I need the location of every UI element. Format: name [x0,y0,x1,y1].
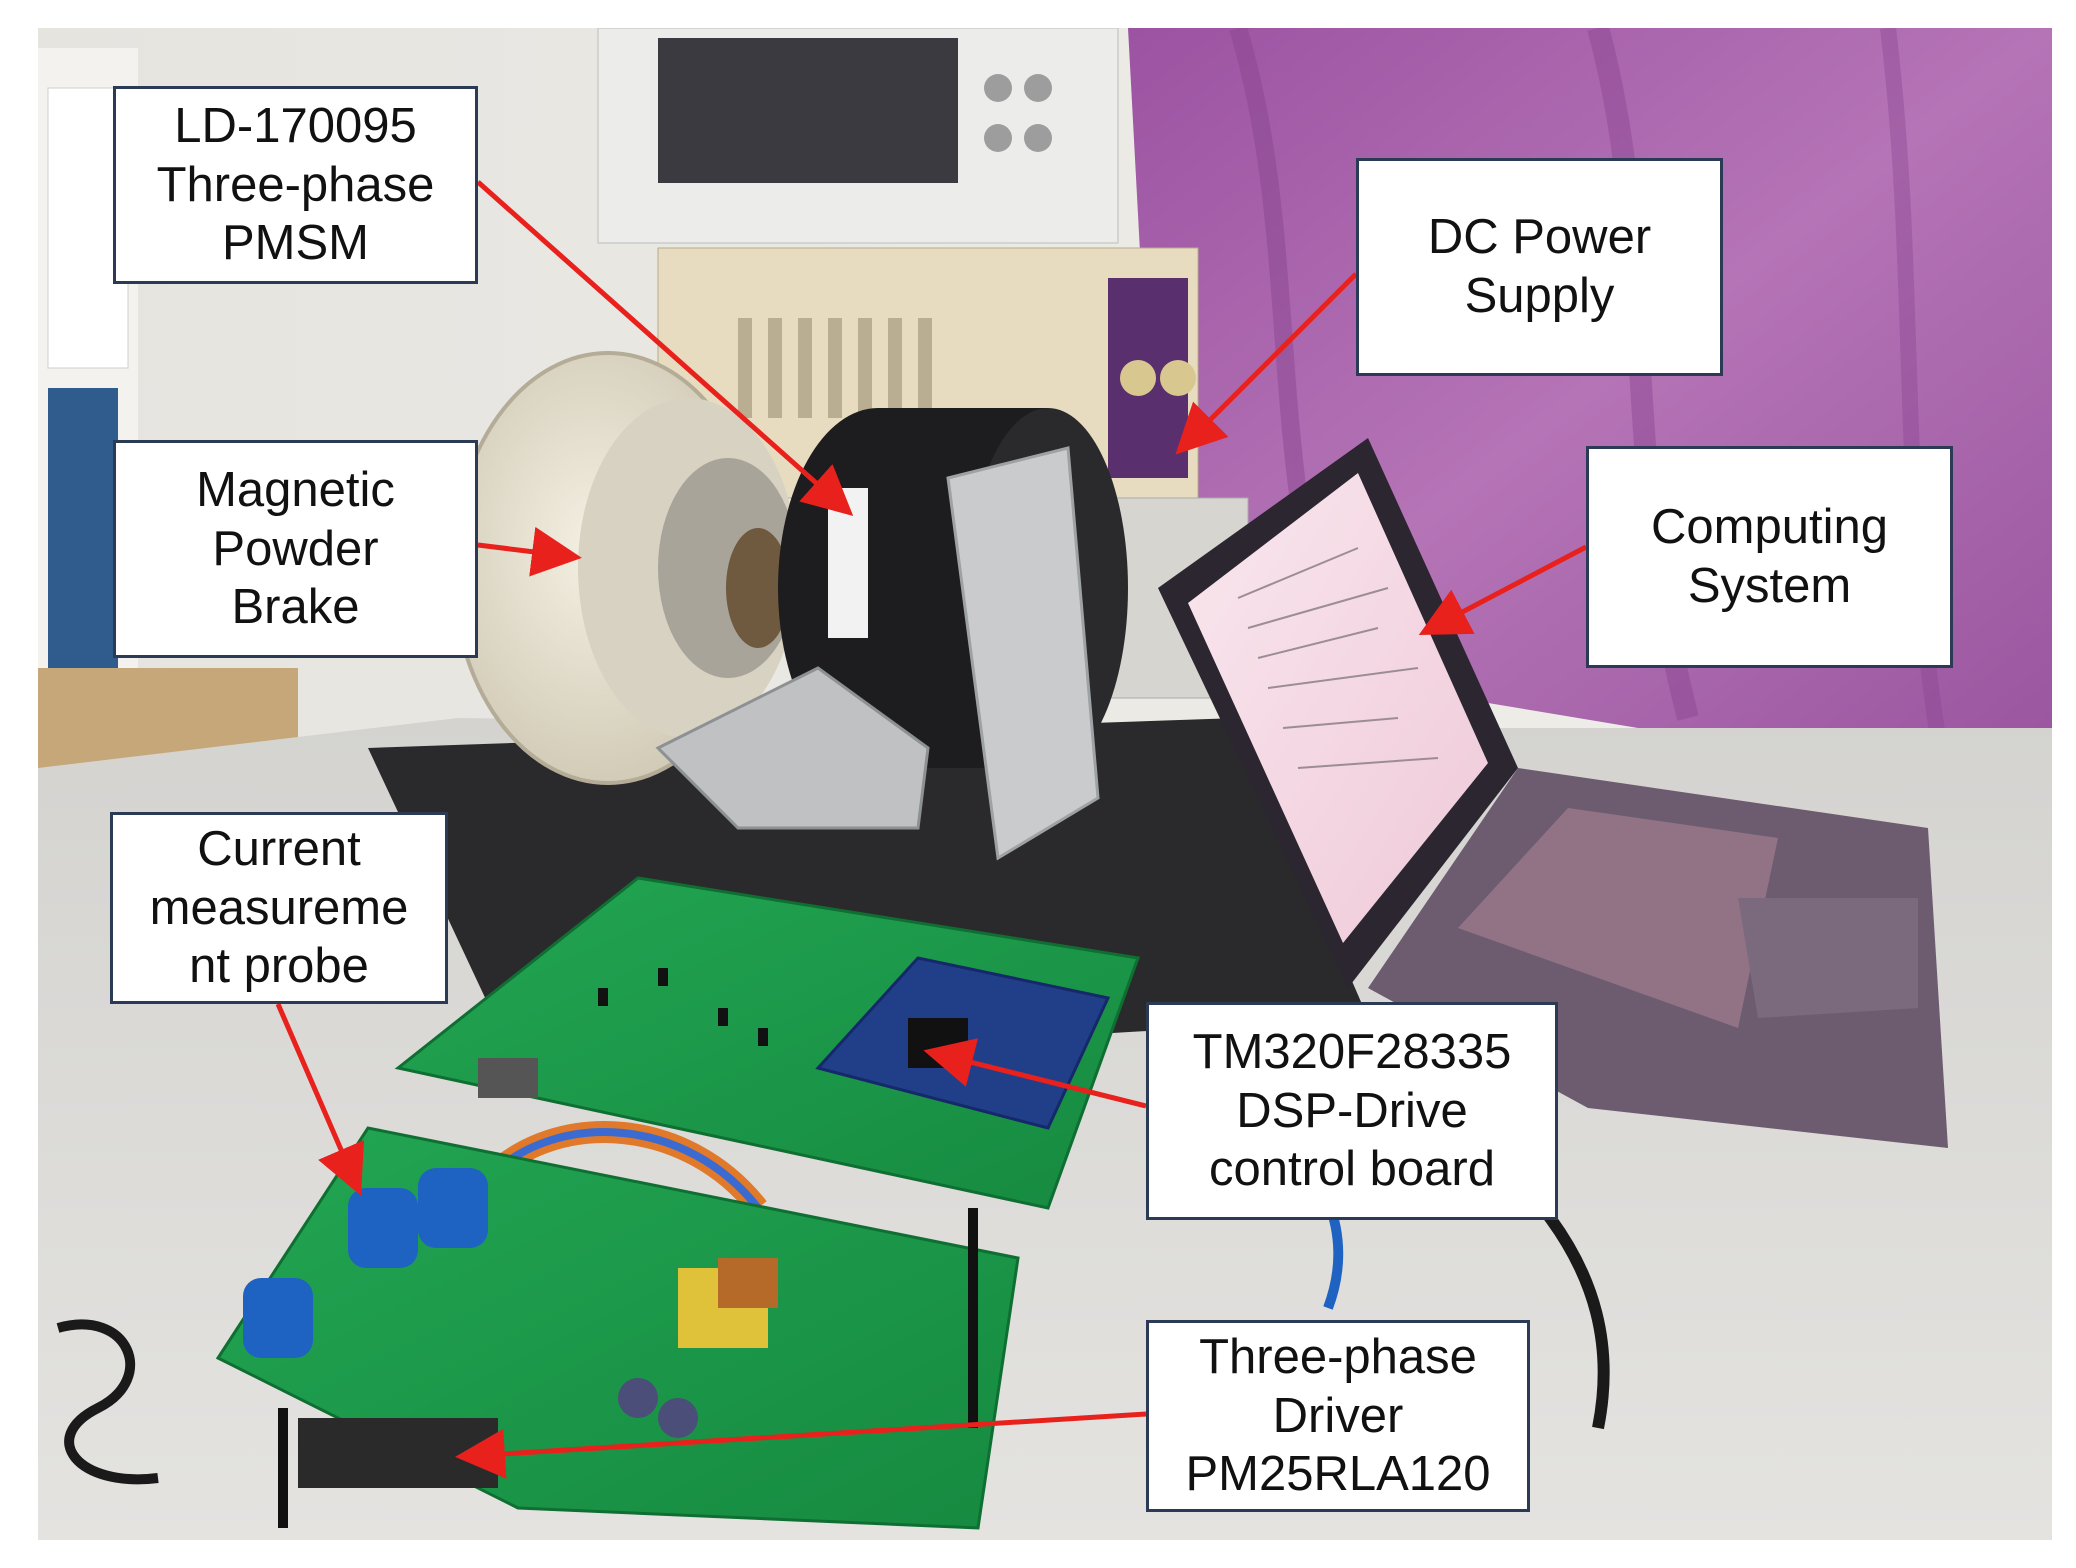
callout-current-measurement-probe: Current measureme nt probe [110,812,448,1004]
callout-dc-power-line: Supply [1464,269,1615,323]
callout-current-probe-line: Current [197,821,361,876]
callout-three-phase-driver: Three-phase Driver PM25RLA120 [1146,1320,1530,1512]
callout-current-probe-line: measureme [149,880,409,935]
callout-driver-line: PM25RLA120 [1185,1447,1491,1502]
callout-magnetic-powder-brake: Magnetic Powder Brake [113,440,478,658]
callout-motor-line: Three-phase [156,157,435,212]
callout-computing-system: Computing System [1586,446,1953,668]
callout-dc-power-supply: DC Power Supply [1356,158,1723,376]
callout-dsp-line: DSP-Drive [1236,1083,1468,1138]
callout-driver-line: Driver [1272,1388,1404,1443]
callout-computing-line: Computing [1651,500,1888,555]
callout-dc-power-line: DC Power [1427,210,1652,265]
callout-motor: LD-170095 Three-phase PMSM [113,86,478,284]
callout-dsp-control-board: TM320F28335 DSP-Drive control board [1146,1002,1558,1220]
callout-computing-line: System [1687,559,1852,613]
callout-dsp-line: TM320F28335 [1192,1024,1512,1079]
callout-driver-line: Three-phase [1199,1329,1477,1384]
callout-brake-line: Magnetic [196,462,395,517]
callout-dsp-line: control board [1208,1142,1495,1197]
callout-current-probe-line: nt probe [189,939,369,994]
callout-motor-line: LD-170095 [174,98,417,153]
callout-brake-line: Powder [212,521,379,576]
callout-motor-line: PMSM [222,216,369,271]
callout-brake-line: Brake [231,580,360,635]
